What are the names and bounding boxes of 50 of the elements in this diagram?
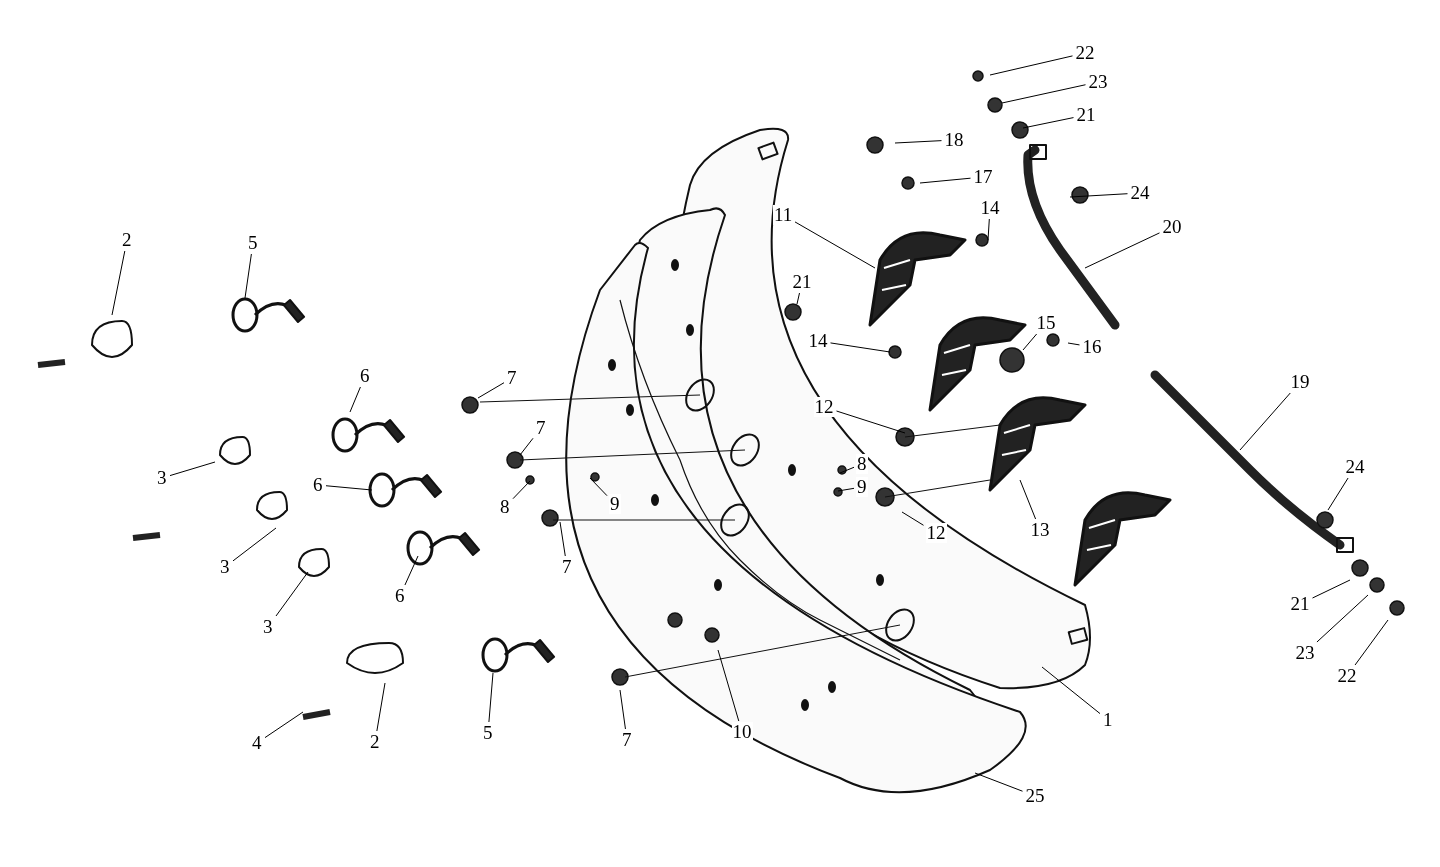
leader-line bbox=[1067, 342, 1080, 346]
leader-line bbox=[894, 140, 942, 144]
leader-line bbox=[987, 218, 990, 241]
leader-line bbox=[1327, 477, 1349, 511]
leader-line bbox=[264, 711, 304, 739]
callout-number: 8 bbox=[856, 454, 868, 474]
leader-line bbox=[989, 55, 1073, 76]
leader-line bbox=[559, 521, 566, 557]
leader-line bbox=[1084, 232, 1160, 269]
leader-line bbox=[1001, 84, 1086, 104]
callout-number: 12 bbox=[925, 523, 947, 543]
leader-line bbox=[275, 571, 309, 617]
leader-line bbox=[796, 292, 800, 305]
leader-line bbox=[1019, 479, 1037, 520]
leader-line bbox=[1354, 619, 1389, 666]
leader-line bbox=[1312, 579, 1351, 599]
leader-line bbox=[837, 487, 855, 492]
leader-line bbox=[901, 511, 924, 526]
callout-number: 12 bbox=[813, 397, 835, 417]
leader-line bbox=[794, 221, 876, 269]
leader-line bbox=[244, 253, 252, 299]
leader-line bbox=[349, 386, 361, 413]
leader-line bbox=[839, 466, 855, 474]
leader-line bbox=[488, 672, 494, 723]
leader-line bbox=[477, 382, 505, 399]
callout-number: 9 bbox=[609, 494, 621, 514]
leader-line bbox=[836, 410, 906, 434]
leader-line bbox=[1022, 333, 1038, 351]
leader-line bbox=[589, 477, 608, 497]
leader-line bbox=[919, 177, 971, 184]
leader-line bbox=[111, 250, 126, 316]
leader-line bbox=[232, 527, 277, 562]
leader-line bbox=[1069, 193, 1128, 198]
leader-line bbox=[619, 689, 626, 730]
leader-line bbox=[325, 485, 373, 491]
callout-number: 10 bbox=[731, 722, 753, 742]
leader-line bbox=[717, 649, 740, 722]
callout-number: 11 bbox=[773, 205, 794, 225]
leader-line bbox=[830, 342, 891, 353]
leader-line bbox=[1239, 392, 1291, 451]
leader-line bbox=[169, 461, 216, 477]
leader-line bbox=[1022, 117, 1074, 129]
callout-number: 9 bbox=[856, 477, 868, 497]
leader-line bbox=[512, 480, 531, 500]
leader-line bbox=[974, 772, 1023, 792]
leader-line bbox=[376, 682, 386, 732]
leader-line bbox=[1041, 666, 1101, 715]
leader-line bbox=[519, 437, 534, 456]
leader-line bbox=[404, 555, 419, 586]
leader-line bbox=[1316, 594, 1369, 643]
